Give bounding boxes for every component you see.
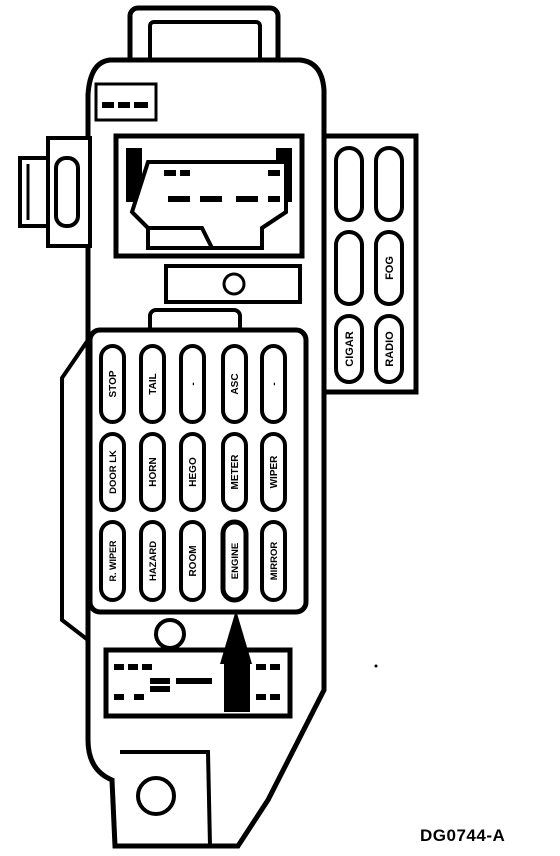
fuse-r-wiper-label: R. WIPER [108, 540, 118, 582]
mounting-hole-middle [154, 618, 186, 650]
bottom-connector [103, 647, 293, 719]
mounting-hole-top [222, 272, 246, 296]
fuse-r-wiper: R. WIPER [99, 520, 126, 602]
fuse-grid: STOP TAIL - ASC - DOOR LK HORN HE [87, 327, 309, 615]
fuse-tail-label: TAIL [148, 373, 159, 394]
fuse-mirror: MIRROR [260, 520, 287, 602]
relay-radio: RADIO [374, 314, 404, 384]
relay-mid-left [334, 230, 364, 306]
fuse-asc-label: ASC [230, 373, 241, 394]
figure-code: DG0744-A [420, 826, 506, 845]
fuse-hego-label: HEGO [188, 457, 199, 487]
fuse-hego: HEGO [179, 432, 206, 512]
relay-cigar: CIGAR [334, 314, 364, 384]
fuse-horn-label: HORN [148, 457, 159, 486]
fuse-room: ROOM [179, 520, 206, 602]
fuse-spare-2-label: - [269, 382, 280, 385]
relay-fog: FOG [374, 230, 404, 306]
mounting-bar [164, 264, 302, 304]
fuse-hazard: HAZARD [139, 520, 166, 602]
top-connector [113, 133, 305, 259]
fuse-mirror-label: MIRROR [269, 542, 280, 581]
top-left-marker [94, 82, 158, 122]
fuse-wiper-label: WIPER [269, 455, 280, 489]
fuse-meter: METER [221, 432, 248, 512]
relay-radio-label: RADIO [384, 331, 396, 367]
left-side-connector [18, 136, 92, 248]
mounting-hole-bottom [136, 776, 176, 816]
relay-block: FOG CIGAR RADIO [321, 133, 419, 395]
fuse-spare-2: - [260, 344, 287, 424]
fuse-horn: HORN [139, 432, 166, 512]
fuse-door-lk-label: DOOR LK [108, 450, 119, 494]
fuse-engine-label: ENGINE [230, 543, 241, 579]
fuse-stop-label: STOP [108, 370, 119, 397]
fuse-hazard-label: HAZARD [148, 541, 159, 581]
pointer-arrow [220, 610, 252, 712]
top-mounting-tab [127, 5, 281, 71]
speck [374, 664, 378, 668]
fuse-room-label: ROOM [188, 545, 199, 576]
fuse-wiper: WIPER [260, 432, 287, 512]
fuse-asc: ASC [221, 344, 248, 424]
bottom-mounting-tab [120, 750, 212, 847]
relay-top-left [334, 146, 364, 222]
fuse-engine: ENGINE [220, 519, 249, 603]
fuse-spare-1-label: - [188, 382, 199, 385]
fuse-meter-label: METER [230, 454, 241, 490]
relay-fog-label: FOG [384, 256, 396, 280]
fuse-spare-1: - [179, 344, 206, 424]
fuse-stop: STOP [99, 344, 126, 424]
left-flange [60, 338, 90, 642]
fuse-tail: TAIL [139, 344, 166, 424]
fuse-door-lk: DOOR LK [99, 432, 126, 512]
relay-cigar-label: CIGAR [344, 331, 356, 367]
relay-top-right [374, 146, 404, 222]
